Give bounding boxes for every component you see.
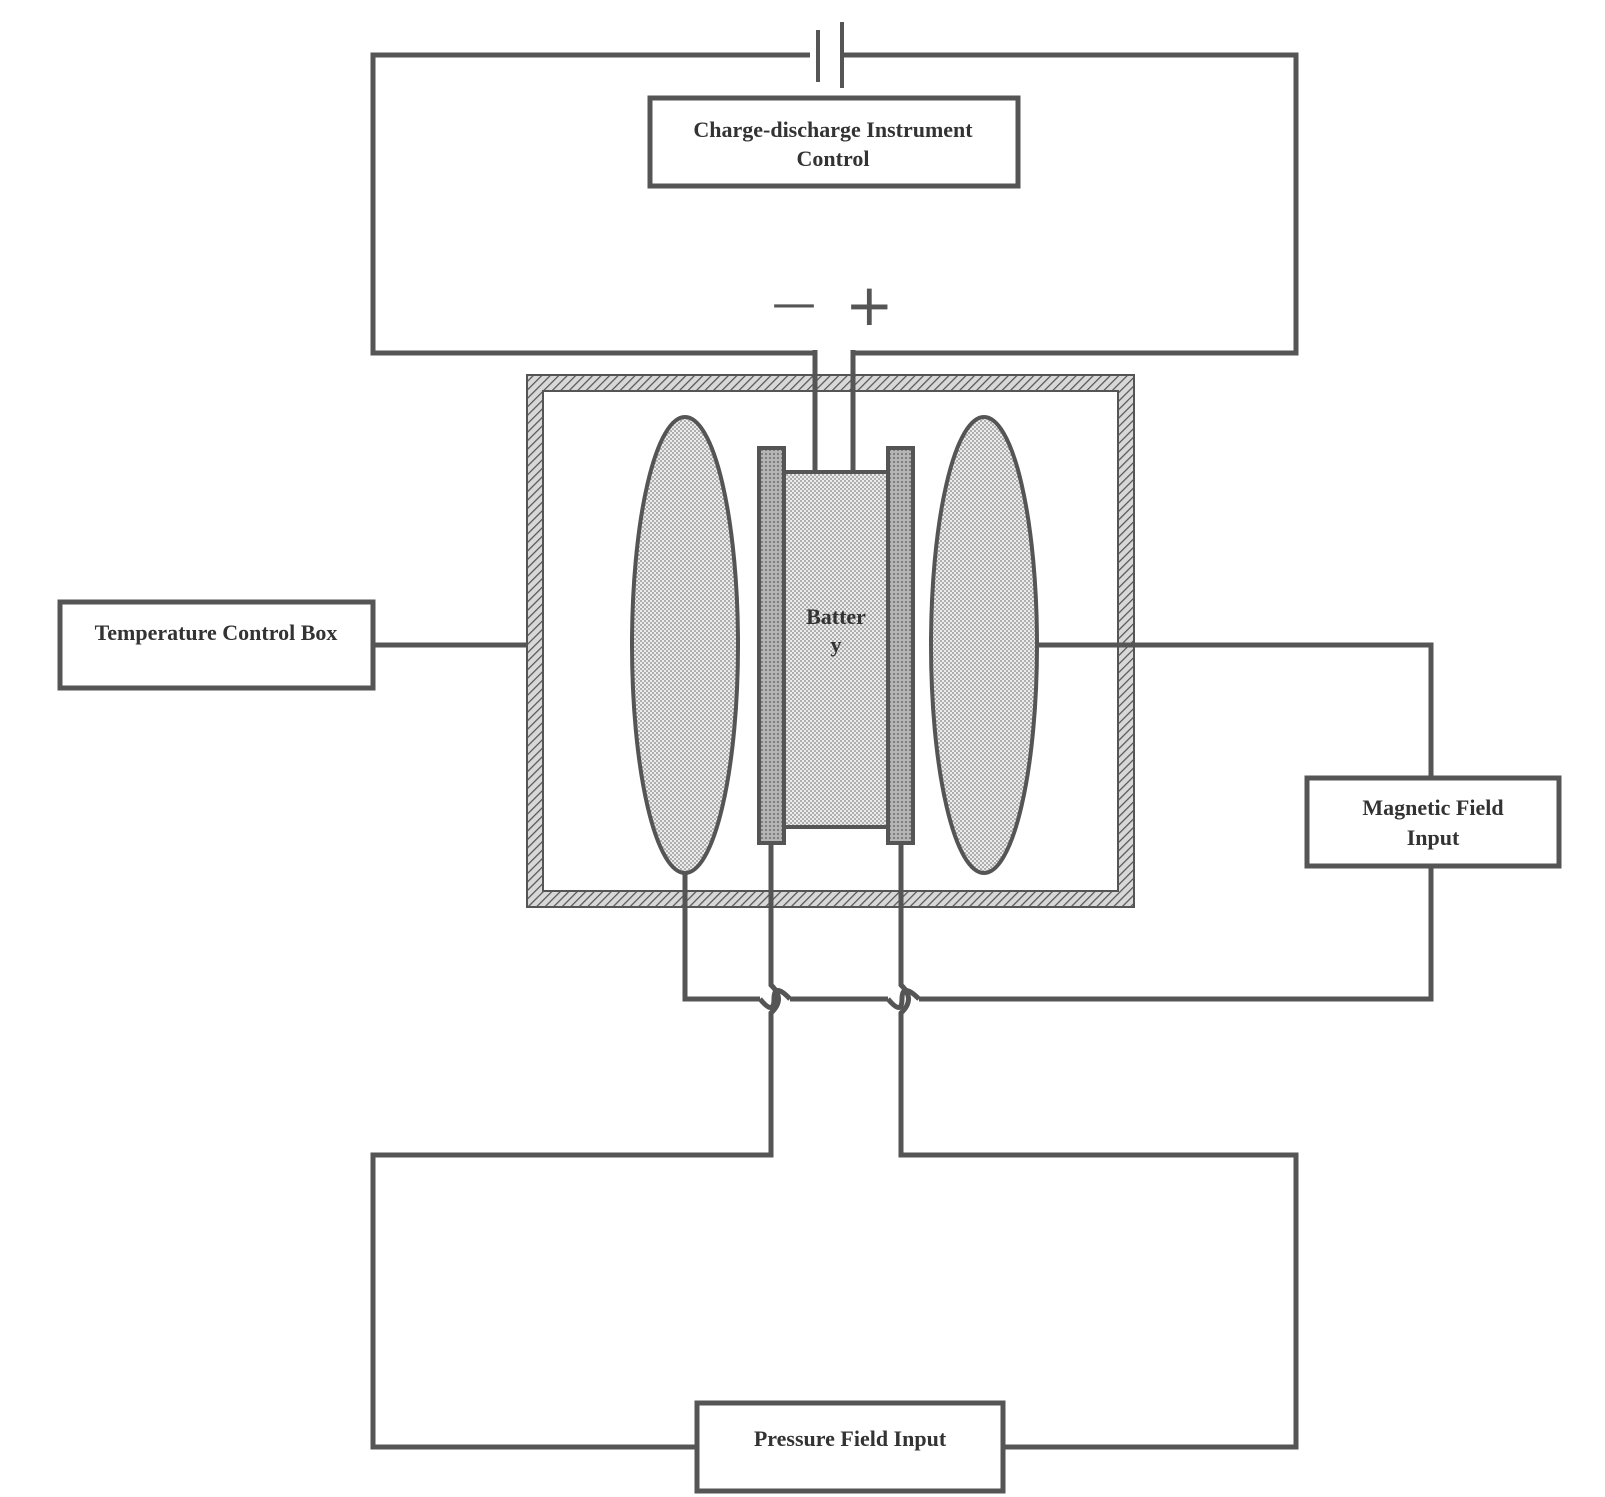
charge-discharge-label-line2: Control [797, 146, 870, 171]
pressure-wire-left [373, 843, 779, 1447]
negative-terminal-symbol: — [772, 278, 816, 329]
magnetic-field-label-line2: Input [1407, 825, 1460, 850]
magnetic-coil-left [632, 417, 738, 873]
battery-label-line2: y [831, 632, 842, 657]
magnetic-wire-hop-right [888, 991, 919, 1008]
magnetic-field-label-line1: Magnetic Field [1362, 795, 1503, 820]
charge-discharge-label-line1: Charge-discharge Instrument [693, 117, 973, 142]
magnetic-coil-right [931, 417, 1037, 873]
charge-discharge-box [650, 98, 1018, 186]
pressure-wire-right [901, 843, 1296, 1447]
battery-label-line1: Batter [806, 604, 866, 629]
positive-terminal-symbol: + [845, 271, 894, 339]
temperature-control-box [60, 602, 373, 688]
pressure-plate-left [759, 448, 784, 843]
pressure-plate-right [888, 448, 913, 843]
temperature-control-label: Temperature Control Box [95, 620, 338, 645]
magnetic-field-box [1307, 778, 1559, 866]
pressure-field-label: Pressure Field Input [754, 1426, 947, 1451]
